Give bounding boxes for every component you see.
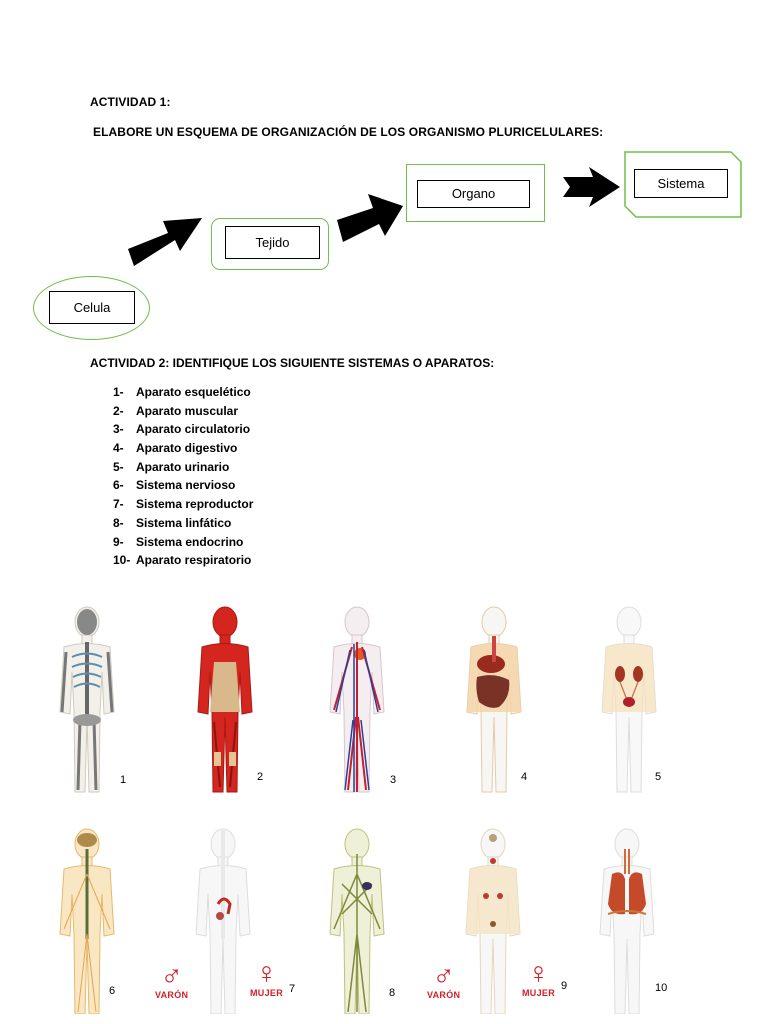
list-item: 3-Aparato circulatorio (113, 422, 251, 437)
male-label: VARÓN (427, 990, 461, 1000)
sistema-label: Sistema (657, 176, 705, 191)
celula-box: Celula (49, 291, 135, 324)
reproductive-system-figure (195, 828, 251, 1014)
figure-number: 4 (521, 771, 528, 783)
figure-number: 6 (109, 985, 116, 997)
male-icon: ♂ (160, 959, 183, 992)
arrow-right-icon (128, 218, 202, 266)
figure-number: 10 (655, 982, 668, 994)
list-item: 7-Sistema reproductor (113, 497, 254, 512)
lymphatic-system-figure (329, 828, 385, 1014)
nervous-system-figure (59, 828, 115, 1014)
list-item: 9-Sistema endocrino (113, 534, 244, 549)
systems-list: 1-Aparato esquelético 2-Aparato muscular… (113, 383, 253, 570)
figure-number: 1 (120, 774, 127, 786)
tejido-frame (211, 218, 329, 270)
list-item: 2-Aparato muscular (113, 403, 239, 418)
tejido-box: Tejido (225, 226, 320, 259)
figure-number: 7 (289, 983, 296, 995)
female-symbol: ♀ MUJER (522, 957, 556, 999)
endocrine-system-figure (465, 828, 521, 1014)
organo-box: Organo (417, 180, 530, 208)
sistema-box: Sistema (634, 169, 728, 198)
tejido-label: Tejido (255, 235, 290, 250)
male-icon: ♂ (432, 959, 455, 992)
list-item: 5-Aparato urinario (113, 459, 230, 474)
arrow-right-icon (337, 194, 403, 242)
figure-number: 5 (655, 771, 662, 783)
female-icon: ♀ (255, 957, 278, 990)
celula-label: Celula (73, 300, 111, 315)
digestive-system-figure (466, 606, 522, 793)
muscular-system-figure (197, 606, 253, 793)
female-icon: ♀ (527, 957, 550, 990)
arrow-right-icon (563, 167, 620, 207)
skeletal-system-figure (59, 606, 115, 793)
activity2-title: ACTIVIDAD 2: (90, 356, 170, 370)
figure-number: 9 (561, 980, 568, 992)
female-symbol: ♀ MUJER (250, 957, 284, 999)
male-symbol: ♂ VARÓN (427, 959, 461, 1001)
list-item: 6-Sistema nervioso (113, 478, 236, 493)
figure-number: 8 (389, 987, 396, 999)
male-label: VARÓN (155, 990, 189, 1000)
urinary-system-figure (601, 606, 657, 793)
female-label: MUJER (250, 988, 284, 998)
activity1-title: ACTIVIDAD 1: (90, 95, 171, 109)
list-item: 1-Aparato esquelético (113, 385, 251, 399)
sistema-frame (624, 151, 742, 218)
figure-number: 2 (257, 771, 264, 783)
respiratory-system-figure (599, 828, 655, 1014)
list-item: 4-Aparato digestivo (113, 441, 238, 456)
list-item: 8-Sistema linfático (113, 515, 232, 530)
activity2-instruction: IDENTIFIQUE LOS SIGUIENTE SISTEMAS O APA… (169, 356, 495, 370)
female-label: MUJER (522, 988, 556, 998)
activity1-instruction: ELABORE UN ESQUEMA DE ORGANIZACIÓN DE LO… (93, 125, 604, 139)
organo-label: Organo (451, 186, 496, 201)
figure-number: 3 (390, 774, 397, 786)
male-symbol: ♂ VARÓN (155, 959, 189, 1001)
organo-frame (406, 164, 545, 222)
list-item: 10-Aparato respiratorio (113, 553, 252, 568)
circulatory-system-figure (329, 606, 385, 793)
activity2-heading: ACTIVIDAD 2: IDENTIFIQUE LOS SIGUIENTE S… (90, 356, 494, 370)
celula-ellipse (33, 276, 150, 340)
